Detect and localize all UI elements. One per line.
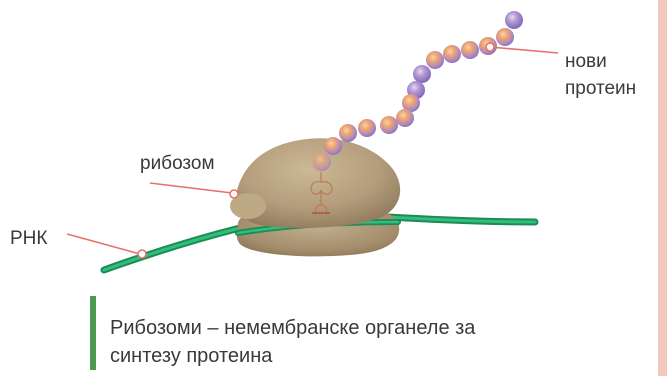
amino-acid-bead xyxy=(461,41,479,59)
protein-label-line2: протеин xyxy=(565,75,636,102)
amino-acid-bead xyxy=(505,11,523,29)
caption: Рибозоми – немембранске органеле за синт… xyxy=(110,314,650,370)
amino-acid-bead xyxy=(443,45,461,63)
amino-acid-bead xyxy=(426,51,444,69)
caption-accent-bar xyxy=(90,296,96,370)
protein-leader xyxy=(490,47,558,53)
amino-acid-bead xyxy=(313,153,331,171)
caption-line1: Рибозоми – немембранске органеле за xyxy=(110,314,650,342)
amino-acid-bead xyxy=(496,28,514,46)
amino-acid-bead xyxy=(339,124,357,142)
protein-leader-dot xyxy=(486,43,494,51)
ribosome-label: рибозом xyxy=(140,152,215,176)
amino-acid-bead xyxy=(380,116,398,134)
rna-label: РНК xyxy=(10,227,47,251)
ribosome-leader-dot xyxy=(230,190,238,198)
protein-label-line1: нови xyxy=(565,48,636,75)
amino-acid-bead xyxy=(413,65,431,83)
ribosome-leader xyxy=(150,183,232,193)
amino-acid-bead xyxy=(396,109,414,127)
new-protein-label: нови протеин xyxy=(565,48,636,102)
rna-leader-dot xyxy=(138,250,146,258)
amino-acid-bead xyxy=(358,119,376,137)
rna-leader xyxy=(67,234,140,254)
amino-acid-bead xyxy=(324,137,342,155)
caption-line2: синтезу протеина xyxy=(110,342,650,370)
